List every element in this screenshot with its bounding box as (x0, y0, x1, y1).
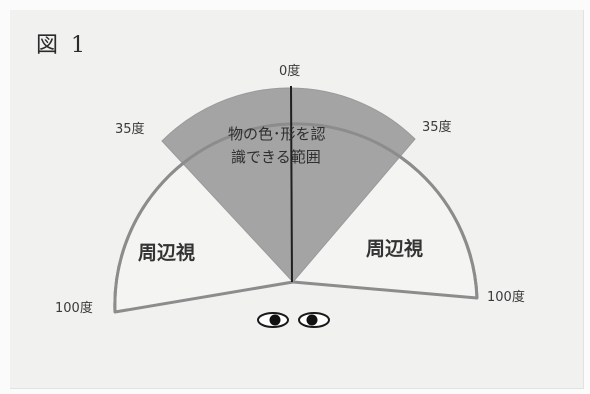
peripheral-label-right: 周辺視 (366, 237, 423, 260)
label-100deg-right: 100度 (487, 289, 525, 305)
central-label-line1: 物の色･形を認 (228, 125, 326, 143)
eye-icon (257, 312, 289, 328)
eye-icon (298, 312, 330, 328)
label-100deg-left: 100度 (55, 300, 93, 316)
figure-title: 図 1 (36, 33, 88, 58)
outer-arc (113, 122, 479, 313)
peripheral-label-left: 周辺視 (138, 241, 195, 264)
label-35deg-left: 35度 (115, 121, 145, 137)
central-field (161, 87, 416, 283)
label-35deg-right: 35度 (422, 119, 452, 135)
zero-degree-axis (290, 85, 293, 283)
central-label-line2: 識できる範囲 (231, 148, 321, 166)
label-0deg: 0度 (279, 63, 300, 79)
